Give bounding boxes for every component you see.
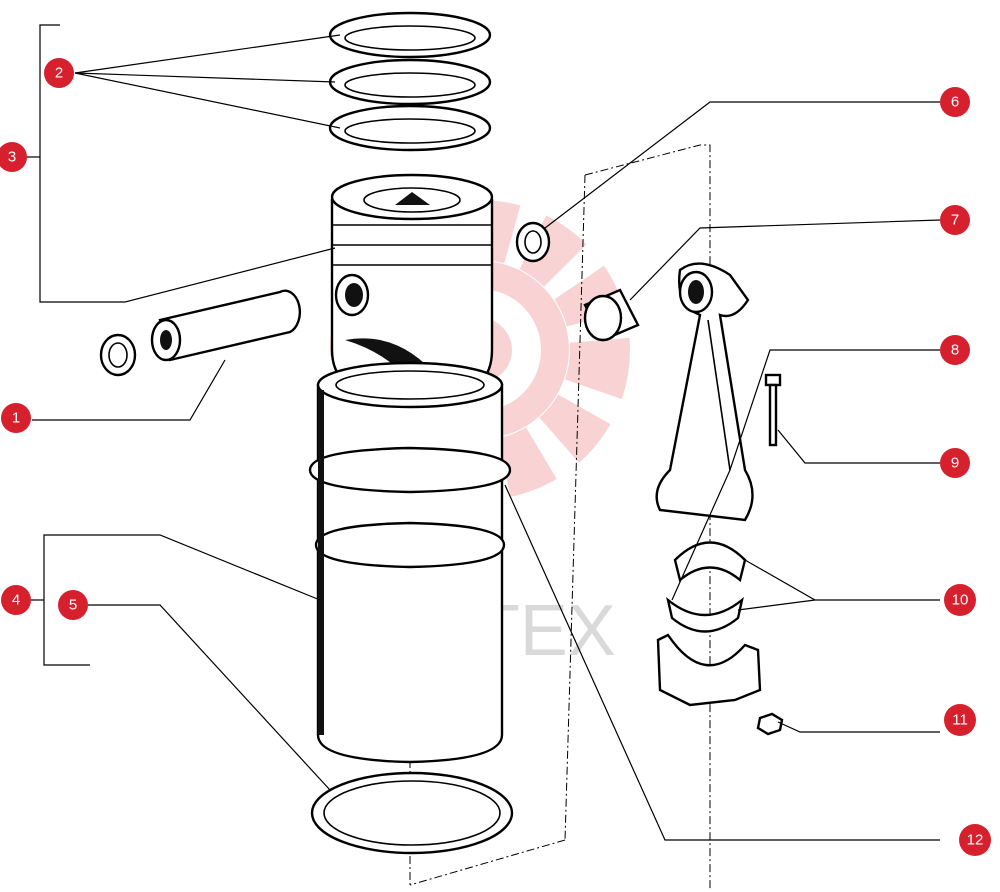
piston-pin (99, 221, 551, 377)
svg-text:7: 7 (951, 212, 959, 229)
svg-text:3: 3 (8, 149, 16, 166)
callout-5[interactable]: 5 (58, 590, 88, 620)
rod-cap (656, 633, 762, 707)
svg-text:8: 8 (951, 342, 959, 359)
small-end-bushing (583, 288, 640, 342)
svg-text:10: 10 (952, 592, 969, 609)
leader-lines (32, 34, 941, 841)
piston-rings (328, 11, 492, 152)
callout-9[interactable]: 9 (940, 448, 970, 478)
svg-text:4: 4 (12, 592, 20, 609)
callout-1[interactable]: 1 (1, 403, 31, 433)
seal-ring (310, 771, 514, 855)
svg-text:1: 1 (12, 410, 20, 427)
svg-text:6: 6 (951, 94, 959, 111)
cylinder-liner (308, 361, 512, 764)
callout-3[interactable]: 3 (0, 142, 27, 172)
bearing-shells (666, 541, 747, 633)
callout-10[interactable]: 10 (944, 584, 976, 616)
callout-11[interactable]: 11 (944, 704, 976, 736)
piston (330, 173, 494, 397)
svg-text:5: 5 (69, 597, 77, 614)
svg-text:11: 11 (952, 712, 968, 729)
callout-6[interactable]: 6 (940, 87, 970, 117)
svg-text:12: 12 (967, 832, 984, 849)
callout-8[interactable]: 8 (940, 335, 970, 365)
callout-2[interactable]: 2 (44, 58, 74, 88)
bracket-lines (26, 24, 125, 666)
svg-text:2: 2 (55, 65, 63, 82)
callout-7[interactable]: 7 (940, 205, 970, 235)
svg-text:9: 9 (951, 455, 959, 472)
callout-4[interactable]: 4 (1, 585, 31, 615)
callout-12[interactable]: 12 (959, 824, 991, 856)
connecting-rod (655, 262, 754, 522)
rod-bolt (764, 373, 782, 447)
rod-nut (756, 712, 784, 736)
